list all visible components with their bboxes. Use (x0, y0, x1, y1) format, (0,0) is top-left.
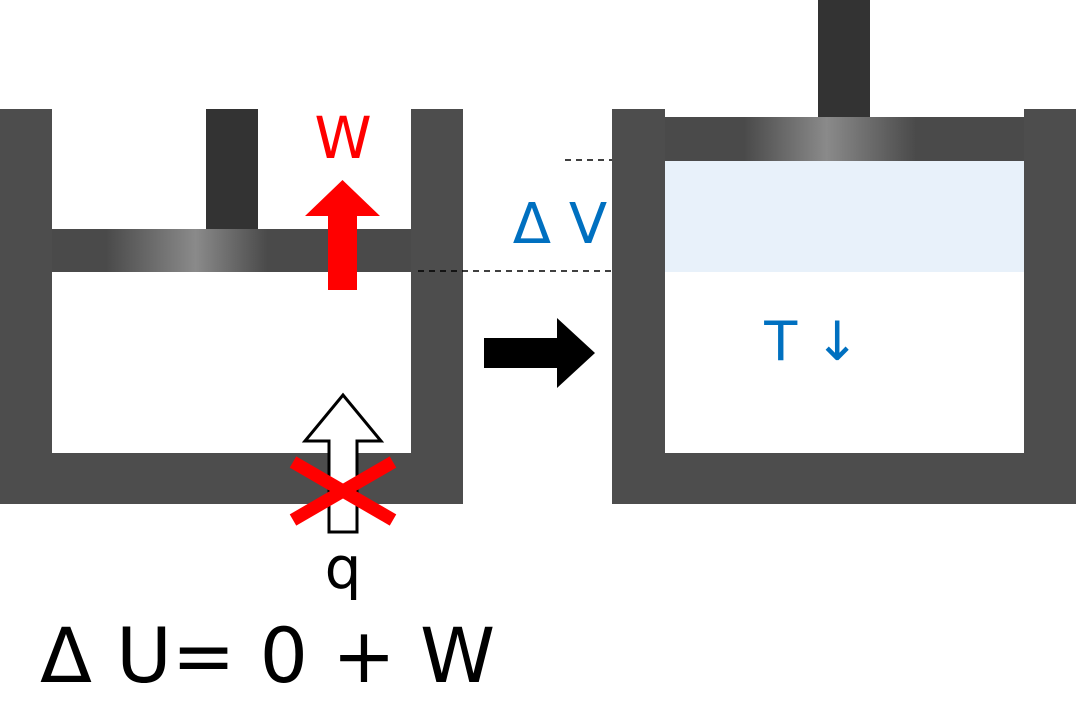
left-cylinder-wall (0, 109, 463, 504)
temperature-label: T ↓ (763, 310, 859, 373)
process-arrow-icon (484, 318, 595, 388)
right-cylinder (612, 0, 1076, 504)
right-piston-rod (818, 0, 870, 119)
right-piston (665, 117, 1024, 161)
heat-arrow-icon (301, 392, 385, 534)
energy-equation: Δ U= 0 + W (40, 611, 495, 700)
right-cylinder-wall (612, 109, 1076, 504)
left-cylinder (0, 109, 463, 504)
blocked-cross-icon (289, 456, 397, 526)
expanded-volume-region (665, 161, 1024, 272)
left-piston (52, 229, 411, 272)
work-arrow-icon (305, 180, 380, 290)
work-label: W (314, 104, 371, 172)
left-piston-rod (206, 109, 258, 230)
delta-v-label: Δ V (513, 192, 607, 257)
heat-label: q (325, 534, 362, 602)
